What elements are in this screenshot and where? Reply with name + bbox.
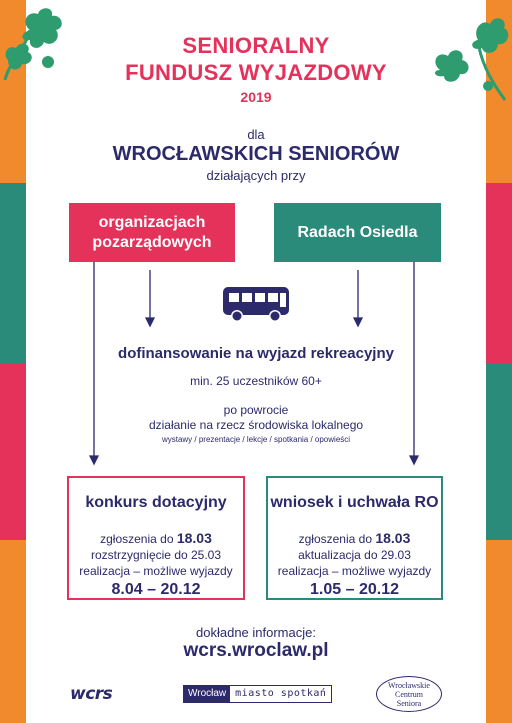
council-realization: realizacja – możliwe wyjazdy (277, 564, 432, 578)
oak-leaf-left-icon (3, 8, 62, 81)
senior-centre-logo-line-2: Centrum (395, 690, 423, 699)
district-councils-label: Radach Osiedla (297, 223, 418, 241)
senior-centre-logo: Wrocławskie Centrum Seniora (376, 676, 442, 712)
activity-types: wystawy / prezentacje / lekcje / spotkan… (161, 435, 351, 444)
council-update: aktualizacja do 29.03 (298, 548, 411, 562)
right-stripe-teal (486, 363, 512, 540)
title-line-1: SENIORALNY (182, 33, 330, 58)
left-stripe-pink (0, 363, 26, 540)
grant-deadline: zgłoszenia do 18.03 (100, 530, 212, 546)
after-return-label: po powrocie (223, 403, 289, 417)
council-dates: 1.05 – 20.12 (310, 581, 399, 598)
title-line-2: FUNDUSZ WYJAZDOWY (125, 60, 387, 85)
subsidy-headline: dofinansowanie na wyjazd rekreacyjny (118, 345, 394, 362)
grant-dates: 8.04 – 20.12 (111, 581, 201, 598)
council-application-title: wniosek i uchwała RO (270, 494, 439, 511)
wcrs-logo: wcrs (70, 684, 113, 704)
grant-resolution: rozstrzygnięcie do 25.03 (90, 548, 222, 562)
ngo-box: organizacjach pozarządowych (69, 203, 235, 262)
council-deadline: zgłoszenia do 18.03 (298, 530, 411, 546)
minimum-participants: min. 25 uczestników 60+ (190, 374, 322, 388)
ngo-box-line-1: organizacjach (98, 213, 206, 231)
grant-realization: realizacja – możliwe wyjazdy (79, 564, 233, 578)
left-stripe-orange-bottom (0, 540, 26, 723)
bus-icon (223, 287, 289, 322)
title-year: 2019 (240, 89, 272, 105)
more-info-label: dokładne informacje: (196, 625, 316, 640)
right-stripe-orange-bottom (486, 540, 512, 723)
senior-centre-logo-line-1: Wrocławskie (388, 681, 430, 690)
audience-heading: WROCŁAWSKICH SENIORÓW (112, 143, 400, 165)
oak-leaf-right-icon (435, 18, 509, 101)
operating-at-label: działających przy (206, 168, 306, 183)
ngo-box-line-2: pozarządowych (92, 233, 212, 251)
right-stripe-pink (486, 183, 512, 363)
for-label: dla (247, 127, 265, 142)
grant-competition-title: konkurs dotacyjny (85, 494, 227, 511)
wroclaw-logo-slogan: miasto spotkań (235, 688, 327, 699)
grant-competition-card: konkurs dotacyjny zgłoszenia do 18.03 ro… (67, 476, 245, 600)
local-community-action: działanie na rzecz środowiska lokalnego (148, 418, 364, 432)
wroclaw-logo-city: Wrocław (184, 686, 231, 702)
website-link[interactable]: wcrs.wroclaw.pl (183, 640, 329, 661)
wroclaw-logo: Wrocław miasto spotkań (183, 685, 333, 703)
senior-centre-logo-line-3: Seniora (396, 699, 422, 708)
district-councils-box: Radach Osiedla (274, 203, 441, 262)
left-stripe-teal (0, 183, 26, 363)
council-application-card: wniosek i uchwała RO zgłoszenia do 18.03… (266, 476, 443, 600)
left-stripe-orange-top (0, 0, 26, 183)
